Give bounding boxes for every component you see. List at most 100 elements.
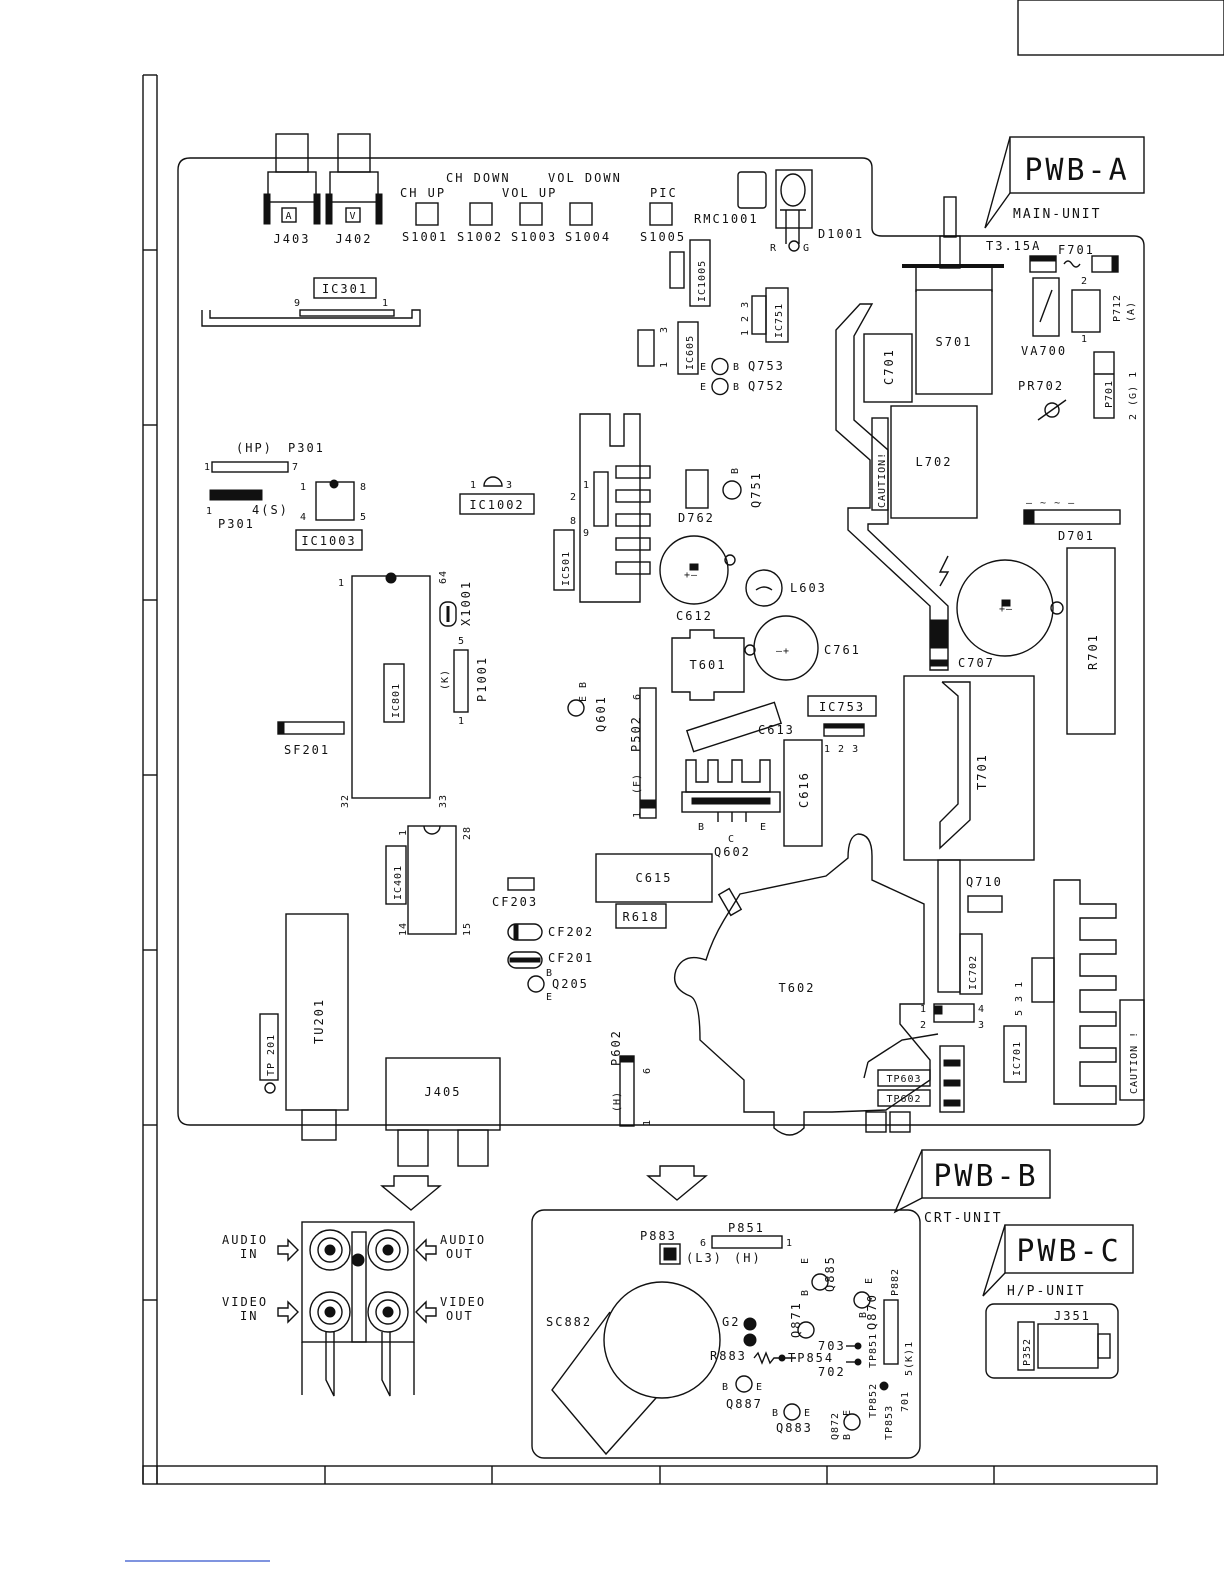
svg-text:3: 3 xyxy=(659,326,670,333)
svg-text:4: 4 xyxy=(300,512,307,523)
svg-text:6: 6 xyxy=(632,693,643,700)
svg-text:S1002: S1002 xyxy=(457,230,503,244)
svg-text:E: E xyxy=(864,1277,875,1284)
svg-text:Q710: Q710 xyxy=(966,875,1003,889)
svg-text:IC1002: IC1002 xyxy=(469,498,524,512)
d701: – ~ ~ – D701 xyxy=(1023,498,1121,543)
svg-text:P352: P352 xyxy=(1022,1338,1033,1366)
svg-text:6: 6 xyxy=(700,1238,707,1249)
svg-text:1: 1 xyxy=(642,1119,653,1126)
svg-text:1: 1 xyxy=(338,578,345,589)
svg-text:VOL UP: VOL UP xyxy=(502,186,557,200)
svg-text:+–: +– xyxy=(999,604,1013,615)
ic1002: 1 3 IC1002 xyxy=(459,476,535,515)
pwb-c-title: PWB-C xyxy=(1016,1234,1121,1269)
svg-text:TP603: TP603 xyxy=(886,1074,921,1085)
svg-text:64: 64 xyxy=(438,570,449,584)
svg-text:L702: L702 xyxy=(916,455,953,469)
svg-text:(K): (K) xyxy=(440,669,451,690)
svg-text:3: 3 xyxy=(506,480,513,491)
svg-text:X1001: X1001 xyxy=(459,580,473,626)
svg-text:1: 1 xyxy=(206,506,213,517)
svg-text:B: B xyxy=(730,467,741,474)
svg-text:P882: P882 xyxy=(890,1268,901,1296)
svg-text:B: B xyxy=(772,1408,779,1419)
svg-text:33: 33 xyxy=(438,794,449,808)
svg-text:1: 1 xyxy=(632,811,643,818)
svg-text:28: 28 xyxy=(462,826,473,840)
svg-text:2: 2 xyxy=(920,1020,927,1031)
c612-l603-c761-t601: +– C612 L603 –+ C761 T601 xyxy=(659,535,861,701)
svg-text:SC882: SC882 xyxy=(546,1315,592,1329)
svg-text:1: 1 xyxy=(920,1004,927,1015)
svg-text:Q751: Q751 xyxy=(749,471,763,508)
svg-text:S1003: S1003 xyxy=(511,230,557,244)
x1001: X1001 xyxy=(439,580,473,627)
svg-text:701: 701 xyxy=(900,1391,911,1412)
svg-text:R701: R701 xyxy=(1086,633,1100,670)
svg-text:B: B xyxy=(733,382,740,393)
ic702: IC702 1 2 4 3 xyxy=(920,933,985,1031)
svg-text:T701: T701 xyxy=(975,753,989,790)
t602 xyxy=(673,833,931,1136)
svg-text:J403: J403 xyxy=(274,232,311,246)
svg-text:P301: P301 xyxy=(218,517,255,531)
svg-text:TP852: TP852 xyxy=(868,1383,879,1418)
svg-text:5(K)1: 5(K)1 xyxy=(904,1341,915,1376)
svg-text:G: G xyxy=(803,243,810,254)
svg-text:TU201: TU201 xyxy=(312,998,326,1044)
d762-q751: D762 B Q751 xyxy=(678,467,763,525)
svg-text:P851: P851 xyxy=(728,1221,765,1235)
svg-text:C761: C761 xyxy=(824,643,861,657)
svg-text:5: 5 xyxy=(458,636,465,647)
svg-text:TP854: TP854 xyxy=(788,1351,834,1365)
svg-text:–+: –+ xyxy=(776,646,790,657)
svg-text:C616: C616 xyxy=(797,771,811,808)
svg-text:T602: T602 xyxy=(779,981,816,995)
svg-text:E: E xyxy=(760,822,767,833)
svg-text:(H): (H) xyxy=(734,1251,762,1265)
svg-text:4: 4 xyxy=(978,1004,985,1015)
svg-text:IC401: IC401 xyxy=(393,865,404,900)
remote-sensor: RMC1001 R G D1001 xyxy=(694,169,862,254)
svg-text:D701: D701 xyxy=(1058,529,1095,543)
ic301: IC301 9 1 xyxy=(201,277,421,327)
svg-text:E: E xyxy=(804,1408,811,1419)
svg-text:1: 1 xyxy=(659,361,670,368)
c616: C616 xyxy=(783,739,823,847)
q710: Q710 xyxy=(966,875,1003,913)
svg-text:C612: C612 xyxy=(676,609,713,623)
svg-text:Q205: Q205 xyxy=(552,977,589,991)
svg-text:IN: IN xyxy=(240,1309,258,1323)
svg-text:C613: C613 xyxy=(758,723,795,737)
svg-text:CH DOWN: CH DOWN xyxy=(446,171,511,185)
down-arrow-icon xyxy=(380,1165,708,1211)
svg-text:R: R xyxy=(770,243,777,254)
svg-text:Q753: Q753 xyxy=(748,359,785,373)
svg-text:1: 1 xyxy=(398,829,409,836)
svg-text:9: 9 xyxy=(583,528,590,539)
svg-text:1: 1 xyxy=(583,480,590,491)
sheet-frame xyxy=(125,0,1224,1562)
q601-p502: E B Q601 6 P502 (F) 1 xyxy=(567,681,657,819)
p602: P602 (H) 6 1 xyxy=(609,1029,653,1127)
svg-text:(H): (H) xyxy=(612,1091,623,1112)
svg-text:P301: P301 xyxy=(288,441,325,455)
svg-text:(HP): (HP) xyxy=(236,441,273,455)
svg-text:15: 15 xyxy=(462,922,473,936)
svg-text:PIC: PIC xyxy=(650,186,678,200)
svg-text:IC701: IC701 xyxy=(1012,1041,1023,1076)
c615-r618: C615 R618 xyxy=(595,853,713,929)
svg-text:B: B xyxy=(546,968,553,979)
svg-text:S701: S701 xyxy=(936,335,973,349)
svg-text:TP853: TP853 xyxy=(884,1405,895,1440)
c613-q602: C613 B C E Q602 xyxy=(681,701,795,859)
jack-j403: A J403 xyxy=(263,133,321,246)
svg-text:P502: P502 xyxy=(629,715,643,752)
svg-text:Q872: Q872 xyxy=(830,1412,841,1440)
svg-text:Q752: Q752 xyxy=(748,379,785,393)
svg-text:IC1005: IC1005 xyxy=(697,260,708,302)
svg-text:(F): (F) xyxy=(632,773,643,794)
svg-text:1: 1 xyxy=(382,298,389,309)
